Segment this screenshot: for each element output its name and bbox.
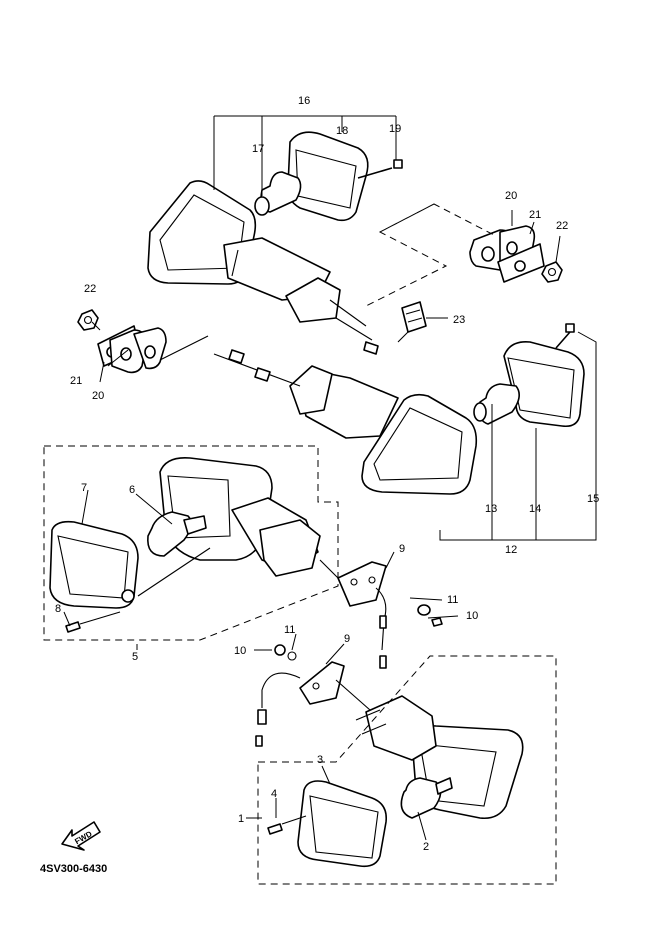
callout-4: 4 bbox=[271, 788, 277, 800]
callout-18: 18 bbox=[336, 125, 348, 137]
callout-21-left: 21 bbox=[70, 375, 82, 387]
wire-connector-23 bbox=[397, 301, 427, 343]
callout-20-left: 20 bbox=[92, 390, 104, 402]
flasher-assembly-lower bbox=[255, 644, 524, 868]
callout-22-upper: 22 bbox=[556, 220, 568, 232]
callout-14: 14 bbox=[529, 503, 541, 515]
callout-20-upper: 20 bbox=[505, 190, 517, 202]
fwd-arrow-icon: FWD bbox=[61, 821, 101, 851]
flasher-assembly-top bbox=[147, 131, 403, 355]
callout-22-left: 22 bbox=[84, 283, 96, 295]
callout-9-upper: 9 bbox=[399, 543, 405, 555]
flasher-assembly-right bbox=[213, 323, 585, 495]
callout-15: 15 bbox=[587, 493, 599, 505]
diagram-code: 4SV300-6430 bbox=[40, 863, 107, 875]
callout-5: 5 bbox=[132, 651, 138, 663]
callout-labels: 16 17 18 19 20 21 22 23 22 21 20 7 6 8 5… bbox=[55, 95, 599, 853]
dashed-link-top bbox=[365, 203, 497, 307]
callout-12: 12 bbox=[505, 544, 517, 556]
grommet-set-left bbox=[77, 309, 209, 374]
leader-lines bbox=[63, 115, 597, 841]
callout-7: 7 bbox=[81, 482, 87, 494]
callout-9-lower: 9 bbox=[344, 633, 350, 645]
dashed-frame-1 bbox=[257, 655, 557, 885]
grommet-set-upper bbox=[469, 225, 563, 283]
callout-10-lower: 10 bbox=[234, 645, 246, 657]
callout-21-upper: 21 bbox=[529, 209, 541, 221]
callout-10-upper: 10 bbox=[466, 610, 478, 622]
flasher-assembly-left bbox=[49, 456, 443, 669]
callout-3: 3 bbox=[317, 754, 323, 766]
callout-17: 17 bbox=[252, 143, 264, 155]
callout-13: 13 bbox=[485, 503, 497, 515]
callout-1: 1 bbox=[238, 813, 244, 825]
callout-16: 16 bbox=[298, 95, 310, 107]
callout-6: 6 bbox=[129, 484, 135, 496]
callout-19: 19 bbox=[389, 123, 401, 135]
callout-2: 2 bbox=[423, 841, 429, 853]
callout-11-upper: 11 bbox=[447, 594, 458, 606]
callout-11-lower: 11 bbox=[284, 624, 295, 636]
callout-8: 8 bbox=[55, 603, 61, 615]
dashed-frame-5 bbox=[43, 445, 339, 641]
callout-23: 23 bbox=[453, 314, 465, 326]
